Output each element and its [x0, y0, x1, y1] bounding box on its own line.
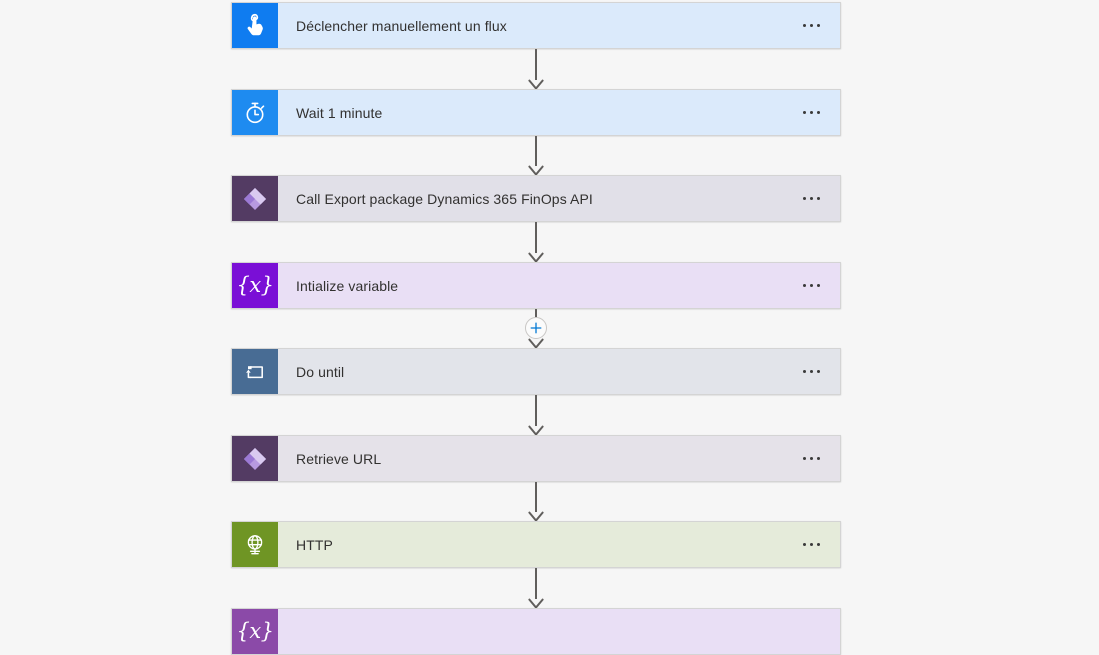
flow-arrow-icon — [526, 509, 546, 521]
flow-connector — [535, 395, 537, 426]
flow-connector — [535, 568, 537, 599]
flow-node-title: Intialize variable — [296, 277, 399, 294]
flow-node-overflow-menu-icon[interactable] — [803, 370, 822, 373]
flow-node-body[interactable]: Call Export package Dynamics 365 FinOps … — [278, 176, 840, 221]
flow-node-title: Call Export package Dynamics 365 FinOps … — [296, 190, 593, 207]
flow-node-card[interactable]: Retrieve URL — [231, 435, 841, 482]
flow-designer-canvas: Déclencher manuellement un flux Wait 1 m… — [231, 2, 841, 655]
flow-arrow-icon — [526, 596, 546, 608]
flow-node-title: Wait 1 minute — [296, 104, 383, 121]
flow-connector — [535, 222, 537, 253]
flow-node-card[interactable]: Do until — [231, 348, 841, 395]
flow-node-body[interactable]: HTTP — [278, 522, 840, 567]
flow-arrow-icon — [526, 423, 546, 435]
stopwatch-icon — [232, 90, 278, 135]
flow-node-title: HTTP — [296, 536, 333, 553]
flow-node-body[interactable]: Intialize variable — [278, 263, 840, 308]
tap-hand-icon — [232, 3, 278, 48]
flow-node-card[interactable]: Déclencher manuellement un flux — [231, 2, 841, 49]
flow-node-body[interactable]: Wait 1 minute — [278, 90, 840, 135]
flow-node-overflow-menu-icon[interactable] — [803, 197, 822, 200]
flow-arrow-icon — [526, 336, 546, 348]
plus-icon — [530, 322, 542, 334]
flow-node-overflow-menu-icon[interactable] — [803, 111, 822, 114]
flow-node-overflow-menu-icon[interactable] — [803, 284, 822, 287]
globe-http-icon — [232, 522, 278, 567]
flow-node-overflow-menu-icon[interactable] — [803, 24, 822, 27]
flow-node-card[interactable]: {x} Intialize variable — [231, 262, 841, 309]
flow-node-card[interactable]: Call Export package Dynamics 365 FinOps … — [231, 175, 841, 222]
flow-connector — [535, 309, 537, 317]
flow-node-body[interactable] — [278, 609, 840, 654]
flow-connector — [535, 136, 537, 166]
flow-connector — [535, 482, 537, 512]
flow-arrow-icon — [526, 250, 546, 262]
variable-braces-icon: {x} — [232, 609, 278, 654]
flow-node-overflow-menu-icon[interactable] — [803, 457, 822, 460]
dataverse-diamond-icon — [232, 176, 278, 221]
flow-arrow-icon — [526, 163, 546, 175]
variable-braces-icon: {x} — [232, 263, 278, 308]
flow-node-card[interactable]: {x} — [231, 608, 841, 655]
flow-node-body[interactable]: Retrieve URL — [278, 436, 840, 481]
flow-node-title: Déclencher manuellement un flux — [296, 17, 507, 34]
flow-node-card[interactable]: HTTP — [231, 521, 841, 568]
insert-step-button[interactable] — [525, 317, 547, 339]
dataverse-diamond-icon — [232, 436, 278, 481]
flow-arrow-icon — [526, 77, 546, 89]
flow-connector — [535, 49, 537, 80]
do-until-loop-icon — [232, 349, 278, 394]
flow-node-overflow-menu-icon[interactable] — [803, 543, 822, 546]
flow-node-card[interactable]: Wait 1 minute — [231, 89, 841, 136]
flow-node-body[interactable]: Déclencher manuellement un flux — [278, 3, 840, 48]
flow-node-body[interactable]: Do until — [278, 349, 840, 394]
flow-node-title: Do until — [296, 363, 345, 380]
flow-node-title: Retrieve URL — [296, 450, 382, 467]
